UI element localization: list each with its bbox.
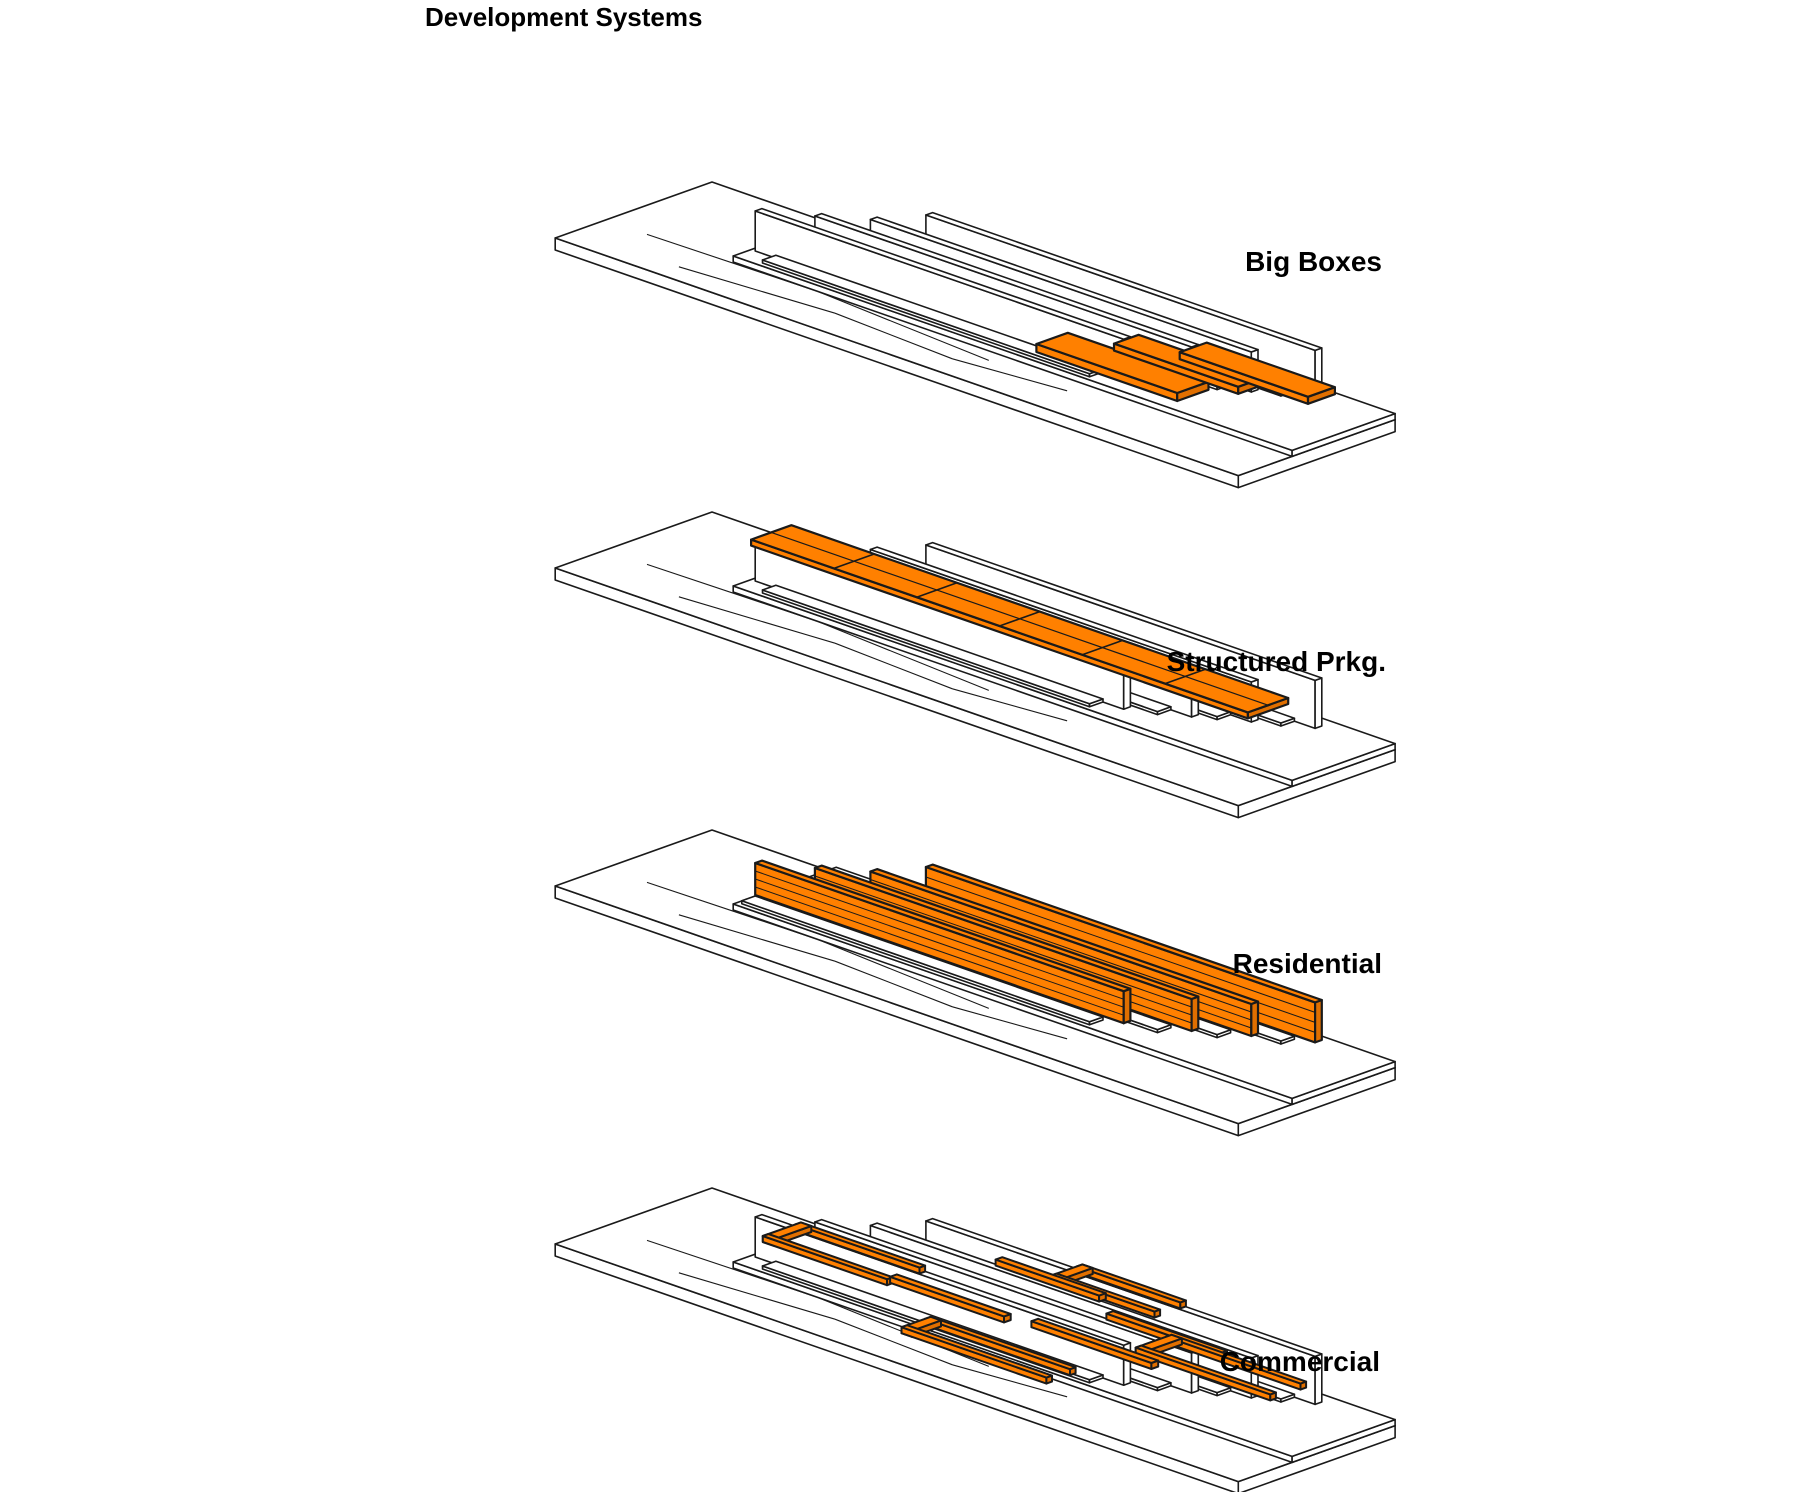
wall-building-1-top bbox=[869, 546, 1259, 683]
layer-structured-parking bbox=[554, 511, 1396, 819]
wall-building-0-top bbox=[925, 541, 1323, 682]
floor-line bbox=[870, 879, 1252, 1013]
terrain-line bbox=[678, 596, 836, 644]
big-box-3-top bbox=[1178, 341, 1337, 398]
residential-bar-2-top bbox=[813, 864, 1200, 1001]
residential-bar-0-top bbox=[924, 863, 1323, 1004]
commercial-bar-a-top bbox=[994, 1256, 1107, 1297]
layer-label-structured-parking: Structured Prkg. bbox=[1166, 646, 1386, 677]
commercial-ring-c-front-top bbox=[761, 1233, 894, 1281]
wall-building-0-top bbox=[925, 211, 1323, 352]
terrain-line bbox=[815, 938, 990, 1009]
layer-label-residential: Residential bbox=[1232, 948, 1382, 979]
terrain-line bbox=[834, 312, 953, 360]
layer-residential bbox=[554, 829, 1396, 1137]
layer-label-big-boxes: Big Boxes bbox=[1245, 246, 1382, 277]
floor-line bbox=[755, 886, 1124, 1016]
terrain-line bbox=[678, 914, 836, 962]
residential-bar-0-side bbox=[1313, 998, 1323, 1044]
commercial-bar-c-top bbox=[1030, 1317, 1160, 1364]
commercial-ring-b-front-top bbox=[1134, 1344, 1277, 1396]
terrain-line bbox=[678, 1272, 836, 1320]
terrain-line bbox=[834, 642, 953, 690]
terrain-line bbox=[815, 620, 990, 691]
wall-building-0-side bbox=[1314, 677, 1323, 730]
residential-bar-2-side bbox=[1190, 995, 1200, 1033]
residential-bar-1-top bbox=[869, 867, 1260, 1006]
wall-building-2-top bbox=[814, 1218, 1200, 1354]
parking-deck-division bbox=[771, 531, 1269, 706]
residential-bar-3-top bbox=[754, 859, 1132, 993]
plinth-3-top bbox=[761, 584, 1104, 705]
terrain-line bbox=[952, 688, 1068, 722]
terrain-line bbox=[834, 1318, 953, 1366]
floor-line bbox=[814, 875, 1192, 1008]
residential-bar-1-side bbox=[1250, 1000, 1260, 1038]
terrain-line bbox=[815, 290, 990, 361]
floor-line bbox=[755, 870, 1124, 1000]
terrain-line bbox=[952, 1006, 1068, 1040]
wall-building-1-top bbox=[869, 216, 1259, 353]
residential-bar-3-side bbox=[1122, 987, 1132, 1025]
terrain-line bbox=[834, 960, 953, 1008]
terrain-line bbox=[952, 1364, 1068, 1398]
floor-line bbox=[755, 878, 1124, 1008]
commercial-bar-d-top bbox=[889, 1273, 1012, 1318]
commercial-ring-d-front-top bbox=[900, 1324, 1053, 1379]
diagram-title: Development Systems bbox=[425, 2, 703, 32]
layer-label-commercial: Commercial bbox=[1219, 1346, 1380, 1377]
terrain-line bbox=[678, 266, 836, 314]
terrain-line bbox=[952, 358, 1068, 392]
wall-building-1-top bbox=[869, 1222, 1259, 1359]
layer-big-boxes bbox=[554, 181, 1396, 489]
layer-commercial bbox=[554, 1187, 1396, 1492]
floor-line bbox=[925, 876, 1316, 1013]
plinth-3-top bbox=[761, 254, 1104, 375]
